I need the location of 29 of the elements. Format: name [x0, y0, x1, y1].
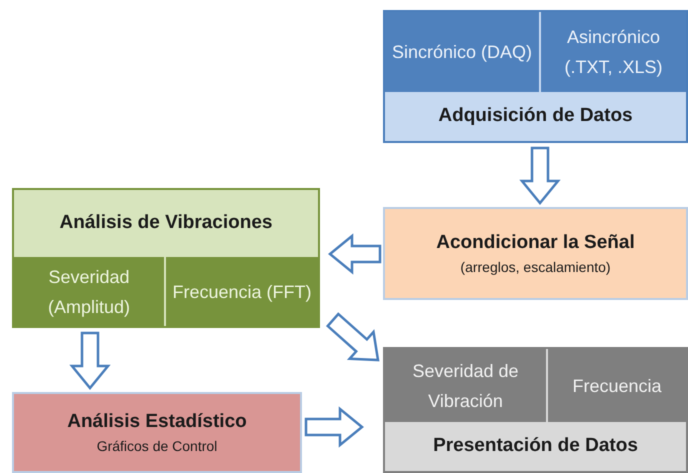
cell-label: Severidad (Amplitud): [46, 266, 132, 319]
block-arrow: [328, 233, 382, 275]
category-cell: [166, 257, 318, 326]
cell-label: Asincrónico (.TXT, .XLS): [563, 26, 664, 79]
process-group: [12, 188, 320, 328]
category-cell: [548, 349, 686, 422]
process-group: [383, 10, 688, 143]
group-heading: Adquisición de Datos: [438, 104, 633, 128]
category-cell: [385, 12, 539, 92]
process-group: [383, 347, 688, 473]
group-heading: Presentación de Datos: [433, 434, 638, 458]
block-arrow: [519, 146, 561, 205]
block-arrow: [69, 332, 111, 390]
box-title: Análisis Estadístico: [67, 410, 247, 434]
category-cell: [14, 257, 164, 326]
cell-label: Severidad de Vibración: [411, 360, 520, 412]
block-arrow: [304, 406, 364, 448]
cell-label: Sincrónico (DAQ): [392, 41, 532, 64]
cell-label: Frecuencia (FFT): [172, 280, 312, 304]
process-box: [383, 207, 688, 300]
category-cell: [541, 12, 686, 92]
block-arrow: [326, 312, 380, 362]
category-cell: [385, 349, 546, 422]
box-title: Acondicionar la Señal: [436, 230, 635, 255]
box-subtitle: Gráficos de Control: [96, 437, 218, 456]
group-heading: Análisis de Vibraciones: [60, 211, 272, 236]
cell-label: Frecuencia: [572, 374, 662, 398]
box-subtitle: (arreglos, escalamiento): [460, 258, 611, 278]
process-box: [12, 392, 302, 473]
